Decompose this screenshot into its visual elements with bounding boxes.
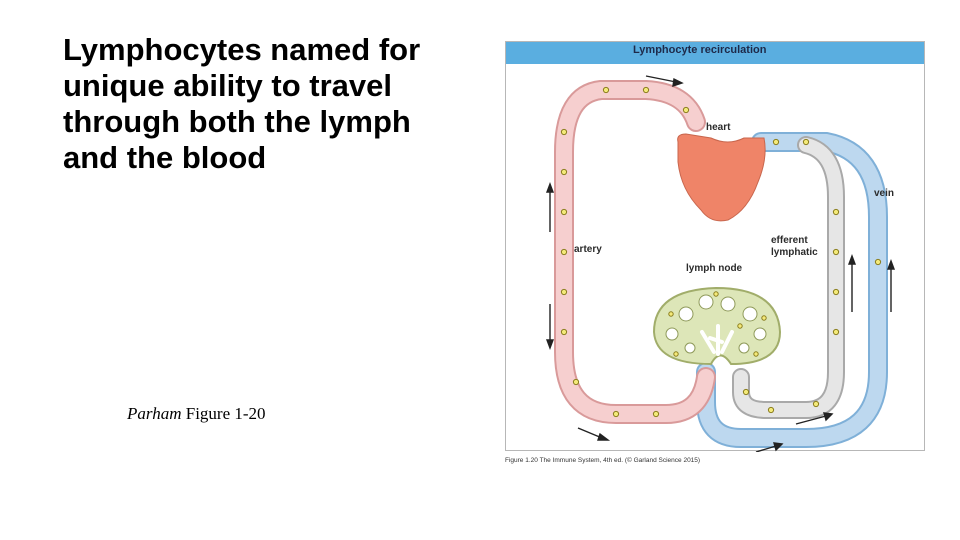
- heart-label: heart: [706, 122, 731, 133]
- figure-caption: Figure 1.20 The Immune System, 4th ed. (…: [505, 457, 701, 464]
- lymph-node: [652, 286, 782, 366]
- lymph-node-label: lymph node: [686, 263, 743, 274]
- artery-label: artery: [574, 244, 602, 255]
- flow-arrows: [545, 75, 896, 452]
- efferent-lymphatic-fill: [734, 138, 843, 417]
- artery-vessel-fill: [556, 82, 714, 422]
- title-line-4: and the blood: [63, 140, 267, 175]
- citation-figure-number: Figure 1-20: [181, 404, 266, 423]
- title-line-3: through both the lymph: [63, 104, 411, 139]
- efferent-label-line1: efferent: [771, 235, 808, 246]
- vein-vessel-fill: [698, 134, 886, 446]
- efferent-label-line2: lymphatic: [771, 247, 818, 258]
- heart-shape: [677, 133, 766, 222]
- circulation-diagram: [545, 75, 896, 452]
- title-line-2: unique ability to travel: [63, 68, 392, 103]
- title-line-1: Lymphocytes named for: [63, 32, 421, 67]
- lymphocyte-recirculation-figure: Lymphocyte recirculation: [505, 41, 925, 452]
- lymphocytes: [560, 86, 882, 418]
- figure-title: Lymphocyte recirculation: [633, 44, 767, 56]
- figure-citation: Parham Figure 1-20: [127, 404, 266, 424]
- slide-title: Lymphocytes named for unique ability to …: [63, 32, 503, 176]
- efferent-lymphatic-label: efferent lymphatic: [771, 235, 818, 259]
- citation-author: Parham: [127, 404, 182, 423]
- vein-label: vein: [874, 188, 895, 199]
- figure-header-bar: Lymphocyte recirculation: [506, 42, 924, 64]
